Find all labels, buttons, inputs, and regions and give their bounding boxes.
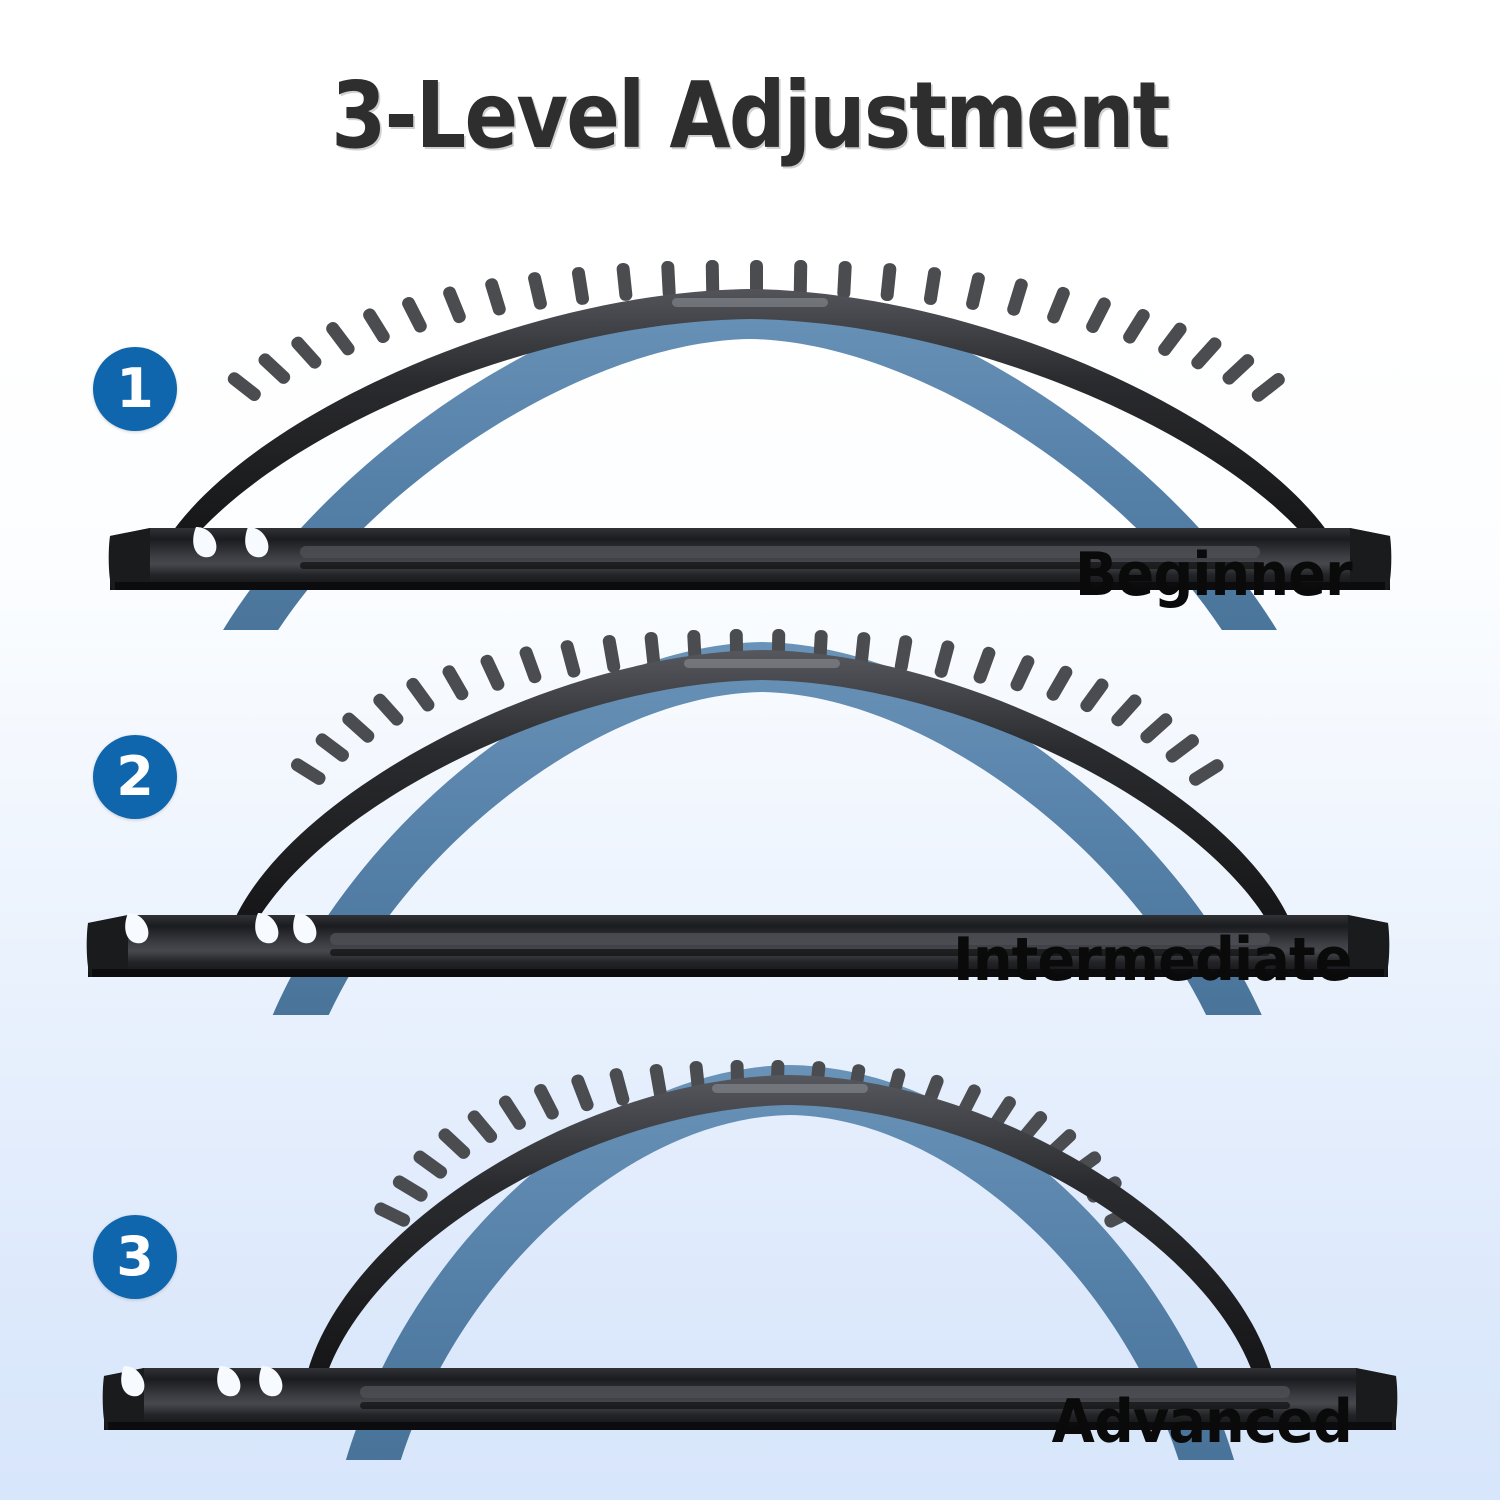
back-stretcher-device-3 xyxy=(0,1060,1500,1460)
base-platform-2 xyxy=(86,913,1390,977)
level-row-1: 1 Beginner xyxy=(0,250,1500,630)
level-caption-1: Beginner xyxy=(1075,540,1353,610)
back-stretcher-device-1 xyxy=(0,250,1500,630)
base-platform-1 xyxy=(108,527,1392,590)
notch-slots-2 xyxy=(125,913,317,944)
base-platform-3 xyxy=(102,1366,1398,1430)
page-title: 3-Level Adjustment xyxy=(331,62,1170,169)
back-stretcher-device-2 xyxy=(0,625,1500,1015)
notch-slots-3 xyxy=(121,1366,283,1397)
blue-cushion-panel-3 xyxy=(346,1065,1234,1460)
level-caption-3: Advanced xyxy=(1051,1387,1353,1457)
notch-slots-1 xyxy=(193,527,269,558)
level-badge-2: 2 xyxy=(93,735,177,819)
level-row-2: 2 Intermediate xyxy=(0,625,1500,1015)
level-badge-3: 3 xyxy=(93,1215,177,1299)
level-row-3: 3 Advanced xyxy=(0,1060,1500,1460)
level-caption-2: Intermediate xyxy=(953,925,1353,995)
massage-nubs-1 xyxy=(227,259,1285,402)
level-badge-1: 1 xyxy=(93,347,177,431)
blue-cushion-panel-1 xyxy=(223,289,1277,630)
